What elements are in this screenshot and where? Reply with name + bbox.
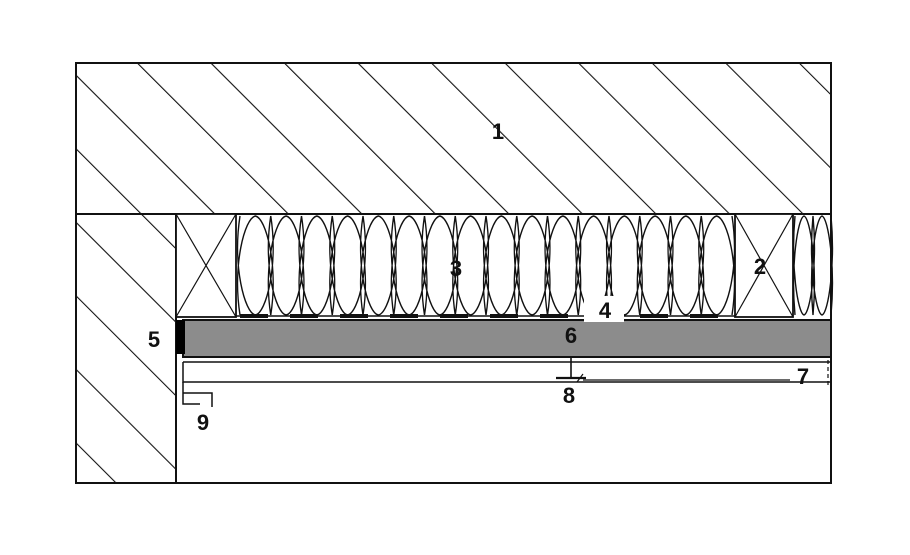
label-1: 1 (492, 119, 504, 144)
barrier-dash (440, 314, 468, 318)
barrier-dash (540, 314, 568, 318)
label-3: 3 (450, 256, 462, 281)
barrier-dash (340, 314, 368, 318)
label-8: 8 (563, 383, 575, 408)
insulation-mineral-wool (236, 215, 736, 316)
label-7: 7 (797, 364, 809, 389)
barrier-dash (690, 314, 718, 318)
edge-sealant (176, 320, 185, 354)
insulation-wave (792, 215, 834, 316)
label-2: 2 (754, 254, 766, 279)
concrete-wall-left (75, 213, 177, 484)
label-5: 5 (148, 327, 160, 352)
barrier-dash (290, 314, 318, 318)
ceiling-profile (182, 361, 831, 383)
barrier-dash (240, 314, 268, 318)
barrier-dash (490, 314, 518, 318)
ceiling-board (182, 319, 832, 358)
batten-left (175, 213, 237, 318)
barrier-dash (640, 314, 668, 318)
insulation-wave (236, 215, 736, 316)
batten-right (734, 213, 794, 318)
barrier-dash (390, 314, 418, 318)
concrete-slab (75, 62, 832, 215)
fastener (556, 357, 586, 383)
label-4: 4 (599, 298, 612, 323)
label-6: 6 (565, 323, 577, 348)
insulation-mineral-wool-right (792, 215, 834, 316)
label-9: 9 (197, 410, 209, 435)
edge-angle-profile (182, 382, 213, 407)
